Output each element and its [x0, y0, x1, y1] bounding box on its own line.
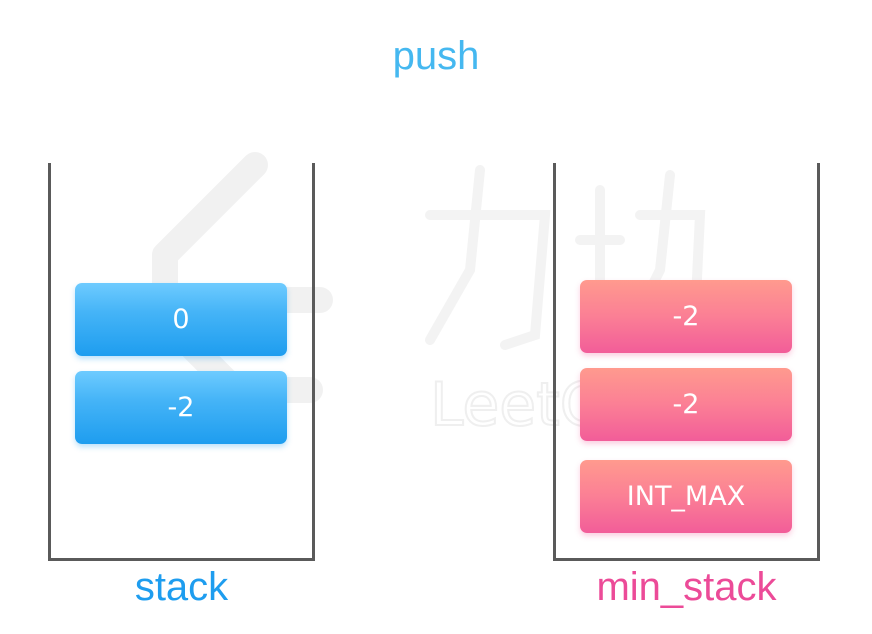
- min-stack-item-bottom: INT_MAX: [580, 460, 792, 533]
- page-title: push: [392, 34, 480, 78]
- min-stack-item: -2: [580, 368, 792, 441]
- min-stack-container: -2 -2 INT_MAX: [553, 163, 820, 561]
- stack-label: stack: [134, 565, 229, 609]
- min-stack-item-top: -2: [580, 280, 792, 353]
- stack-item-top: 0: [75, 283, 287, 356]
- min-stack-label: min_stack: [596, 565, 777, 609]
- stack-item: -2: [75, 371, 287, 444]
- stack-container: 0 -2: [48, 163, 315, 561]
